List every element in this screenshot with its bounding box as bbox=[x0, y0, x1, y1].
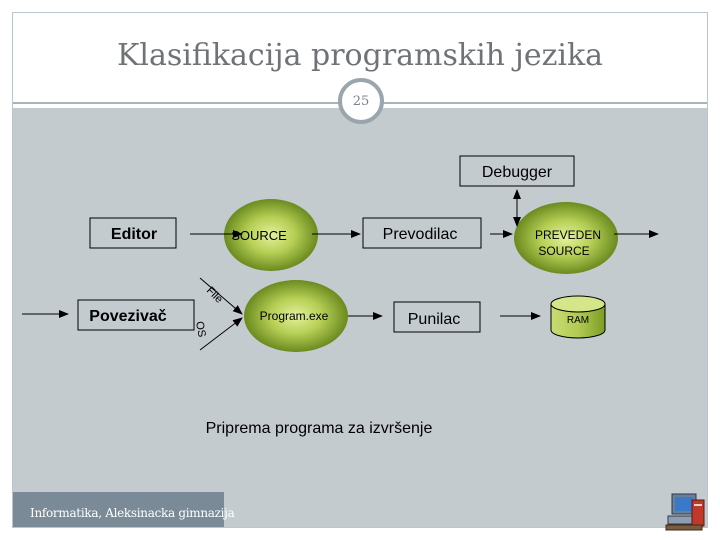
source-node: SOURCE bbox=[224, 199, 318, 271]
editor-label: Editor bbox=[111, 226, 157, 243]
debugger-label: Debugger bbox=[482, 164, 553, 181]
arrow-os-to-program bbox=[199, 317, 243, 351]
slide-title: Klasifikacija programskih jezika bbox=[116, 38, 604, 73]
footer-text: Informatika, Aleksinacka gimnazija bbox=[30, 506, 235, 520]
preveden-label-line1: PREVEDEN bbox=[535, 228, 601, 242]
prevodilac-node: Prevodilac bbox=[362, 217, 482, 249]
source-label: SOURCE bbox=[231, 228, 287, 243]
povezivac-node: Povezivač bbox=[77, 299, 195, 331]
program-exe-label: Program.exe bbox=[260, 309, 329, 323]
diagram-caption: Priprema programa za izvršenje bbox=[206, 420, 433, 437]
slide-frame bbox=[12, 12, 708, 528]
povezivac-label: Povezivač bbox=[89, 308, 166, 325]
punilac-label: Punilac bbox=[408, 311, 460, 328]
file-label: File bbox=[204, 285, 225, 306]
ram-node: RAM bbox=[550, 295, 606, 339]
debugger-node: Debugger bbox=[459, 155, 575, 187]
computer-icon bbox=[665, 493, 705, 531]
preveden-source-node: PREVEDEN SOURCE bbox=[514, 202, 618, 274]
editor-node: Editor bbox=[89, 217, 177, 249]
page-number-badge: 25 bbox=[338, 78, 384, 124]
os-label: OS bbox=[193, 320, 208, 338]
footer-bar bbox=[13, 492, 224, 527]
program-exe-node: Program.exe bbox=[244, 280, 348, 352]
preveden-label-line2: SOURCE bbox=[538, 244, 589, 258]
arrow-file-to-program bbox=[199, 277, 243, 315]
prevodilac-label: Prevodilac bbox=[383, 226, 458, 243]
ram-label: RAM bbox=[567, 315, 589, 326]
punilac-node: Punilac bbox=[393, 301, 481, 333]
